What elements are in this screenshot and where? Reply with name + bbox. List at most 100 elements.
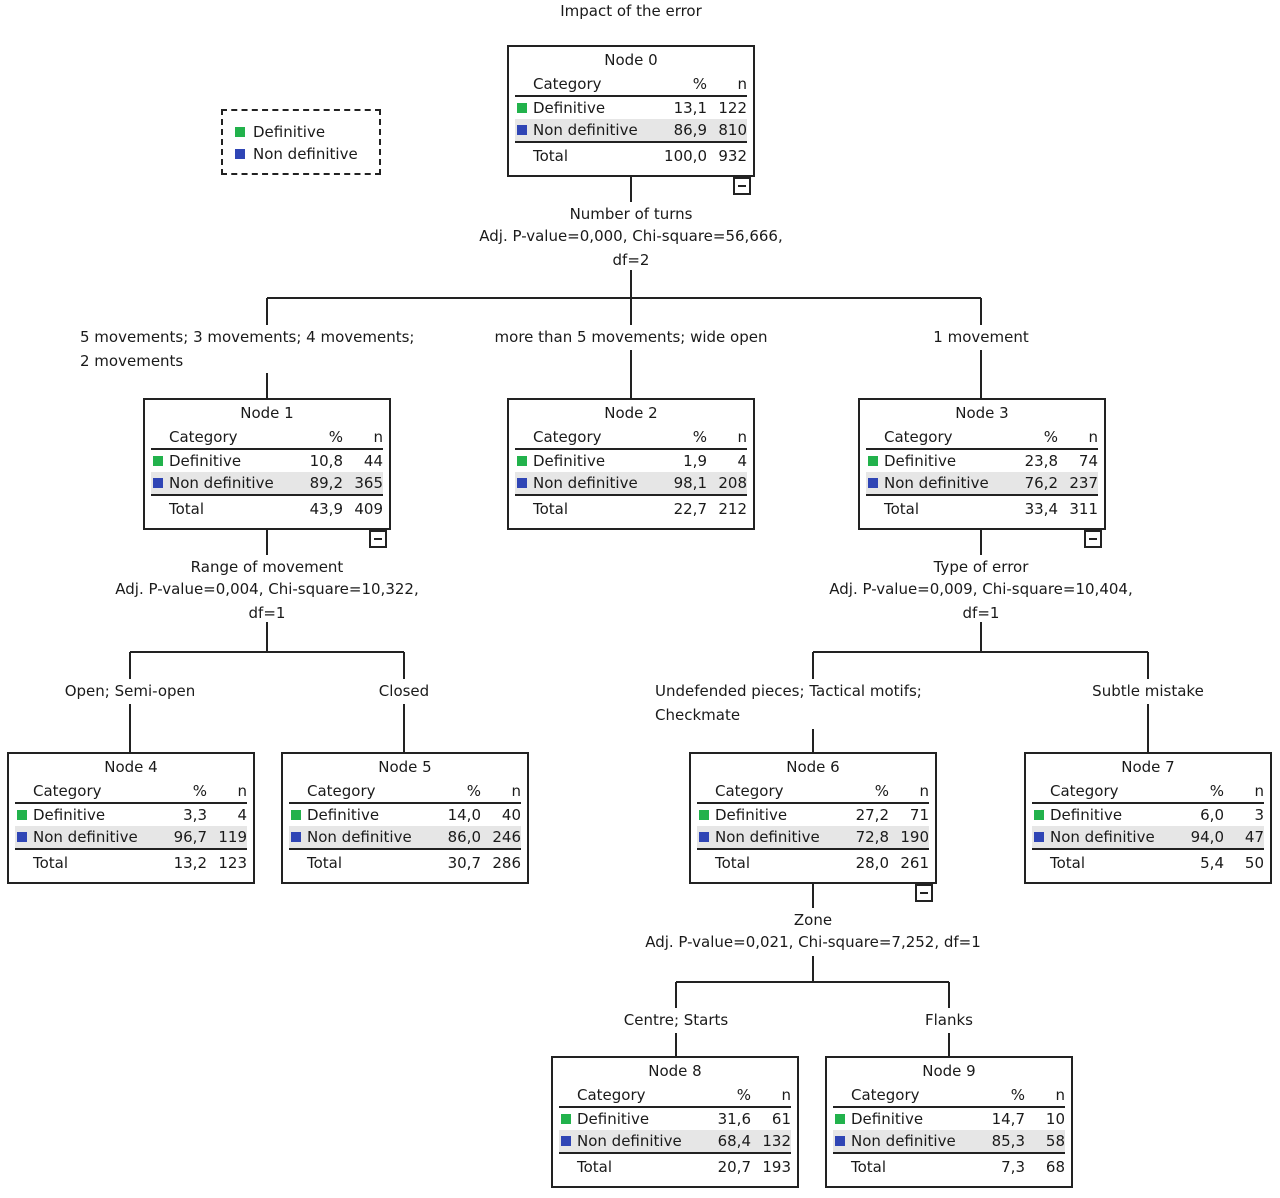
category-label: Definitive bbox=[169, 452, 242, 470]
legend-item-non-definitive: Non definitive bbox=[235, 143, 379, 165]
green-square-icon bbox=[835, 1114, 845, 1124]
header-category: Category bbox=[33, 782, 102, 800]
definitive-n: 61 bbox=[771, 1110, 791, 1128]
row-total: Total 28,0 261 bbox=[697, 850, 929, 876]
row-total: Total 13,2 123 bbox=[15, 850, 247, 876]
node-title: Node 2 bbox=[604, 404, 658, 422]
header-pct: % bbox=[736, 1086, 751, 1104]
green-square-icon bbox=[17, 810, 27, 820]
node-table-header: Category % n bbox=[559, 1084, 791, 1108]
row-total: Total 7,3 68 bbox=[833, 1154, 1065, 1180]
node-title: Node 4 bbox=[104, 758, 158, 776]
row-total: Total 5,4 50 bbox=[1032, 850, 1264, 876]
non-definitive-pct: 94,0 bbox=[1190, 828, 1224, 846]
branch-label: Undefended pieces; Tactical motifs; Chec… bbox=[655, 682, 922, 724]
header-n: n bbox=[237, 782, 247, 800]
total-pct: 5,4 bbox=[1200, 854, 1224, 872]
row-total: Total 100,0 932 bbox=[515, 143, 747, 169]
header-n: n bbox=[737, 75, 747, 93]
category-label: Definitive bbox=[577, 1110, 650, 1128]
node-table-header: Category % n bbox=[289, 780, 521, 804]
node-table: Category % n Definitive 23,8 74 Non defi… bbox=[866, 426, 1098, 522]
row-non-definitive: Non definitive 89,2 365 bbox=[151, 472, 383, 496]
row-definitive: Definitive 27,2 71 bbox=[697, 804, 929, 826]
branch-label: Flanks bbox=[925, 1011, 973, 1029]
header-category: Category bbox=[715, 782, 784, 800]
row-non-definitive: Non definitive 86,9 810 bbox=[515, 119, 747, 143]
node-title: Node 7 bbox=[1121, 758, 1175, 776]
total-pct: 13,2 bbox=[173, 854, 207, 872]
node-title: Node 1 bbox=[240, 404, 294, 422]
node-title: Node 0 bbox=[604, 51, 658, 69]
non-definitive-pct: 85,3 bbox=[991, 1132, 1025, 1150]
collapse-node-button[interactable] bbox=[915, 884, 933, 902]
total-pct: 20,7 bbox=[717, 1158, 751, 1176]
total-pct: 100,0 bbox=[664, 147, 707, 165]
legend-label: Definitive bbox=[253, 123, 326, 141]
node-table-header: Category % n bbox=[151, 426, 383, 450]
node-table: Category % n Definitive 10,8 44 Non defi… bbox=[151, 426, 383, 522]
definitive-pct: 3,3 bbox=[183, 806, 207, 824]
header-category: Category bbox=[851, 1086, 920, 1104]
total-label: Total bbox=[715, 854, 751, 872]
node-table-header: Category % n bbox=[515, 426, 747, 450]
header-pct: % bbox=[692, 428, 707, 446]
total-n: 311 bbox=[1069, 500, 1098, 518]
split-stats: Adj. P-value=0,021, Chi-square=7,252, df… bbox=[645, 933, 981, 951]
category-label: Non definitive bbox=[577, 1132, 682, 1150]
node-table: Category % n Definitive 14,0 40 Non defi… bbox=[289, 780, 521, 876]
node-table-header: Category % n bbox=[833, 1084, 1065, 1108]
node-table-header: Category % n bbox=[697, 780, 929, 804]
category-label: Definitive bbox=[851, 1110, 924, 1128]
legend-label: Non definitive bbox=[253, 145, 358, 163]
total-n: 212 bbox=[718, 500, 747, 518]
branch-label: 5 movements; 3 movements; 4 movements; 2… bbox=[80, 328, 415, 370]
row-non-definitive: Non definitive 86,0 246 bbox=[289, 826, 521, 850]
category-label: Definitive bbox=[33, 806, 106, 824]
category-label: Definitive bbox=[307, 806, 380, 824]
row-non-definitive: Non definitive 85,3 58 bbox=[833, 1130, 1065, 1154]
row-definitive: Definitive 14,0 40 bbox=[289, 804, 521, 826]
definitive-n: 10 bbox=[1045, 1110, 1065, 1128]
category-label: Non definitive bbox=[1050, 828, 1155, 846]
header-pct: % bbox=[192, 782, 207, 800]
row-definitive: Definitive 3,3 4 bbox=[15, 804, 247, 826]
collapse-node-button[interactable] bbox=[369, 530, 387, 548]
header-category: Category bbox=[169, 428, 238, 446]
header-n: n bbox=[737, 428, 747, 446]
header-category: Category bbox=[533, 428, 602, 446]
definitive-n: 71 bbox=[909, 806, 929, 824]
green-square-icon bbox=[561, 1114, 571, 1124]
node-table: Category % n Definitive 13,1 122 Non def… bbox=[515, 73, 747, 169]
node-title: Node 3 bbox=[955, 404, 1009, 422]
total-pct: 43,9 bbox=[309, 500, 343, 518]
non-definitive-pct: 89,2 bbox=[309, 474, 343, 492]
category-label: Non definitive bbox=[533, 121, 638, 139]
definitive-pct: 6,0 bbox=[1200, 806, 1224, 824]
branch-label: Centre; Starts bbox=[623, 1011, 729, 1029]
blue-square-icon bbox=[868, 478, 878, 488]
row-definitive: Definitive 1,9 4 bbox=[515, 450, 747, 472]
category-label: Non definitive bbox=[533, 474, 638, 492]
non-definitive-pct: 98,1 bbox=[673, 474, 707, 492]
category-label: Non definitive bbox=[169, 474, 274, 492]
definitive-n: 122 bbox=[718, 99, 747, 117]
row-non-definitive: Non definitive 72,8 190 bbox=[697, 826, 929, 850]
definitive-n: 3 bbox=[1254, 806, 1264, 824]
non-definitive-pct: 86,0 bbox=[447, 828, 481, 846]
collapse-node-button[interactable] bbox=[1084, 530, 1102, 548]
row-definitive: Definitive 13,1 122 bbox=[515, 97, 747, 119]
header-category: Category bbox=[577, 1086, 646, 1104]
split-stats: Adj. P-value=0,004, Chi-square=10,322, bbox=[115, 580, 419, 598]
definitive-n: 74 bbox=[1078, 452, 1098, 470]
header-n: n bbox=[1088, 428, 1098, 446]
blue-square-icon bbox=[1034, 832, 1044, 842]
collapse-node-button[interactable] bbox=[733, 177, 751, 195]
node-title: Node 5 bbox=[378, 758, 432, 776]
node-title: Node 6 bbox=[786, 758, 840, 776]
category-label: Non definitive bbox=[884, 474, 989, 492]
row-total: Total 20,7 193 bbox=[559, 1154, 791, 1180]
blue-square-icon bbox=[291, 832, 301, 842]
row-non-definitive: Non definitive 76,2 237 bbox=[866, 472, 1098, 496]
header-category: Category bbox=[533, 75, 602, 93]
